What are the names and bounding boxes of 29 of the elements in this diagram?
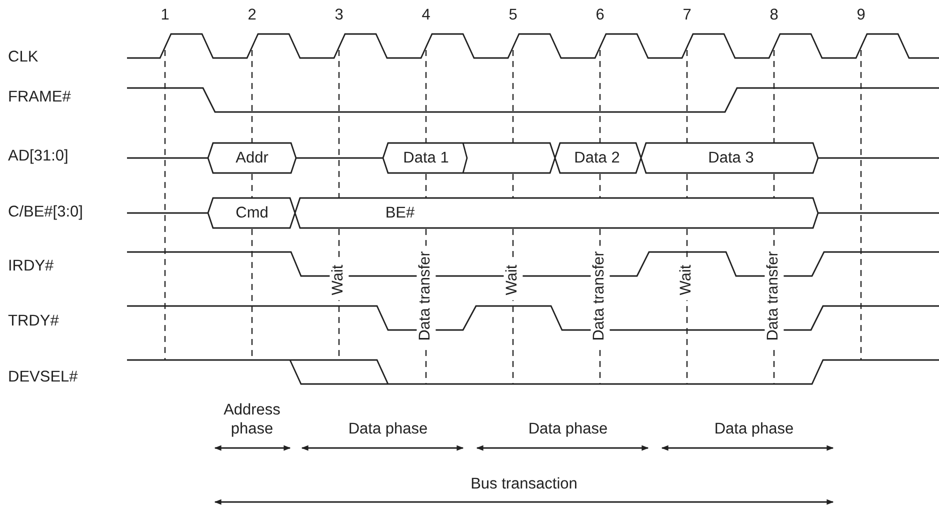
clock-cycle-number: 4: [422, 6, 430, 26]
state-label: Wait: [504, 260, 522, 300]
signal-name: AD[31:0]: [8, 148, 68, 166]
signal-name: IRDY#: [8, 258, 54, 276]
clock-cycle-number: 1: [160, 6, 170, 26]
signal-name: C/BE#[3:0]: [8, 204, 83, 222]
clock-cycle-number: 8: [770, 6, 778, 26]
phase-label: Data phase: [714, 420, 794, 440]
clock-cycle-number: 5: [508, 6, 518, 26]
phase-label: Bus transaction: [470, 476, 578, 494]
signal-name: FRAME#: [8, 88, 71, 108]
state-label: Wait: [330, 260, 348, 300]
bus-value-label: Data 1: [403, 150, 449, 168]
phase-label: Address phase: [222, 401, 282, 439]
signal-name: DEVSEL#: [8, 368, 78, 388]
bus-value-label: Data 3: [708, 150, 754, 168]
bus-value-label: Addr: [236, 150, 268, 168]
bus-value-label: Cmd: [236, 204, 268, 224]
bus-value-label: Data 2: [574, 150, 620, 168]
phase-label: Data phase: [348, 420, 428, 440]
clock-cycle-number: 3: [334, 6, 344, 26]
signal-name: CLK: [8, 48, 38, 68]
phase-label: Data phase: [528, 420, 608, 440]
clock-cycle-number: 6: [596, 6, 604, 26]
signal-name: TRDY#: [8, 312, 59, 332]
clock-cycle-number: 9: [856, 6, 866, 26]
clock-cycle-number: 7: [682, 6, 692, 26]
bus-value-label: BE#: [385, 204, 415, 224]
clock-cycle-number: 2: [248, 6, 256, 26]
